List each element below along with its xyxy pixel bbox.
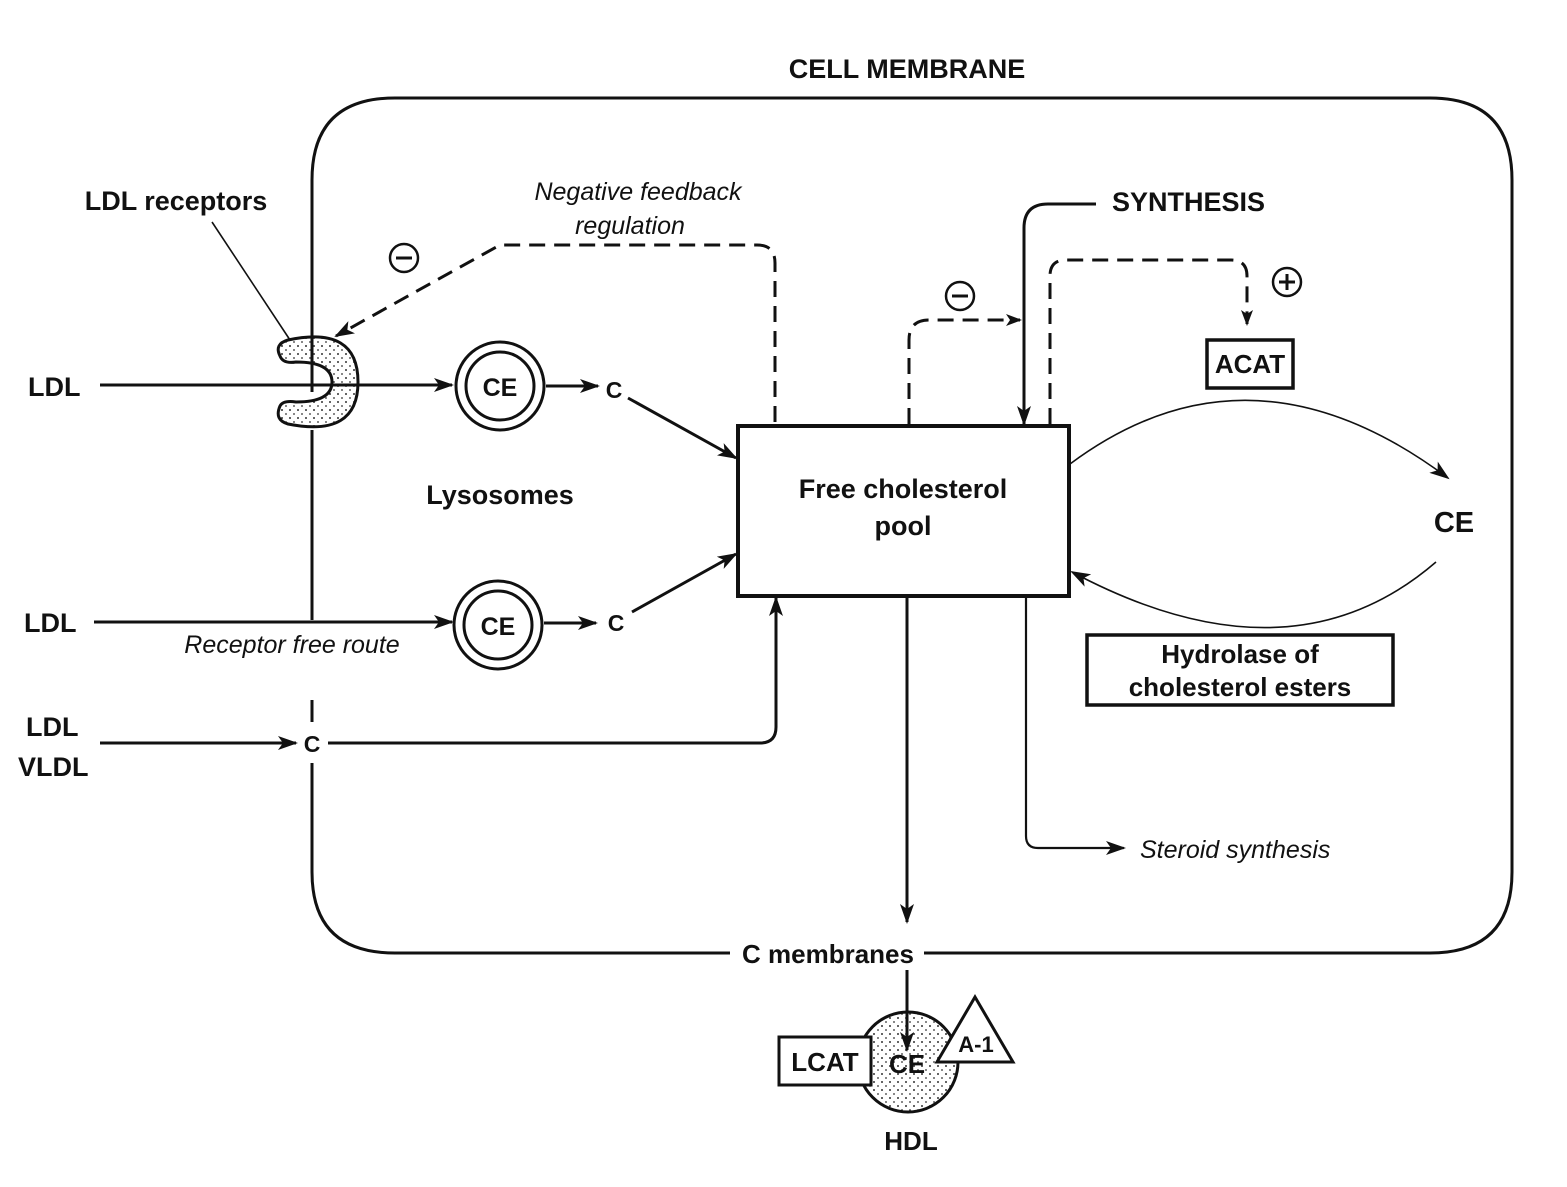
hdl-ce-label: CE bbox=[889, 1049, 925, 1079]
c-to-pool-arrow bbox=[328, 596, 783, 745]
negative-feedback-dashed-arrow bbox=[334, 243, 777, 422]
cell-membrane-outline bbox=[310, 96, 1514, 955]
free-pool-label-line1: Free cholesterol bbox=[799, 474, 1008, 504]
hydrolase-label-line1: Hydrolase of bbox=[1161, 639, 1319, 669]
vldl-label: VLDL bbox=[18, 752, 89, 782]
ldl-receptors-pointer bbox=[211, 221, 291, 341]
c-membranes-label: C membranes bbox=[742, 939, 914, 969]
ldl-middle-label: LDL bbox=[24, 608, 76, 638]
synthesis-label: SYNTHESIS bbox=[1112, 187, 1265, 217]
receptor-free-route-label: Receptor free route bbox=[184, 631, 399, 659]
free-pool-label-line2: pool bbox=[875, 511, 932, 541]
ldl-top-label: LDL bbox=[28, 372, 80, 402]
c-middle-to-pool-arrow bbox=[631, 552, 738, 614]
hydrolase-label-line2: cholesterol esters bbox=[1129, 672, 1352, 702]
acat-label: ACAT bbox=[1215, 349, 1285, 379]
pool-inhibits-synthesis-dashed-arrow bbox=[907, 314, 1022, 424]
lcat-label: LCAT bbox=[791, 1047, 859, 1077]
steroid-synthesis-label: Steroid synthesis bbox=[1140, 836, 1330, 864]
lysosomes-label: Lysosomes bbox=[426, 480, 574, 510]
diagram-title: CELL MEMBRANE bbox=[789, 54, 1026, 84]
c-top-label: C bbox=[606, 377, 623, 403]
lysosome-top bbox=[454, 340, 546, 432]
a1-label: A-1 bbox=[958, 1032, 993, 1057]
lysosome-bottom-ce-label: CE bbox=[481, 613, 516, 641]
c-membrane-label: C bbox=[304, 731, 321, 757]
negative-feedback-label-line2: regulation bbox=[575, 212, 685, 240]
negative-feedback-label-line1: Negative feedback bbox=[534, 178, 743, 206]
minus-sign-left bbox=[388, 242, 420, 274]
lysosome-bottom bbox=[452, 579, 544, 671]
hydrolase-box bbox=[1085, 633, 1395, 707]
lcat-box bbox=[777, 1035, 873, 1087]
hdl-label: HDL bbox=[884, 1126, 938, 1156]
ldl-bottom-label: LDL bbox=[26, 712, 78, 742]
apolipoprotein-a1-triangle bbox=[934, 994, 1016, 1064]
acat-box bbox=[1205, 338, 1295, 390]
ldl-receptor-shape bbox=[276, 335, 360, 429]
lysosome-top-ce-label: CE bbox=[483, 374, 518, 402]
pool-activates-acat-dashed-arrow bbox=[1048, 258, 1253, 424]
steroid-synthesis-arrow bbox=[1024, 598, 1126, 855]
c-top-to-pool-arrow bbox=[627, 396, 738, 460]
synthesis-to-pool-arrow bbox=[1017, 202, 1096, 426]
minus-sign-middle bbox=[944, 280, 976, 312]
ce-to-pool-arrow bbox=[1070, 561, 1437, 629]
plus-sign bbox=[1271, 266, 1303, 298]
pool-to-ce-arrow bbox=[1069, 399, 1450, 480]
free-cholesterol-pool-box bbox=[736, 424, 1071, 598]
c-middle-label: C bbox=[608, 610, 625, 636]
ce-right-label: CE bbox=[1434, 507, 1474, 539]
ldl-receptors-label: LDL receptors bbox=[85, 186, 268, 216]
